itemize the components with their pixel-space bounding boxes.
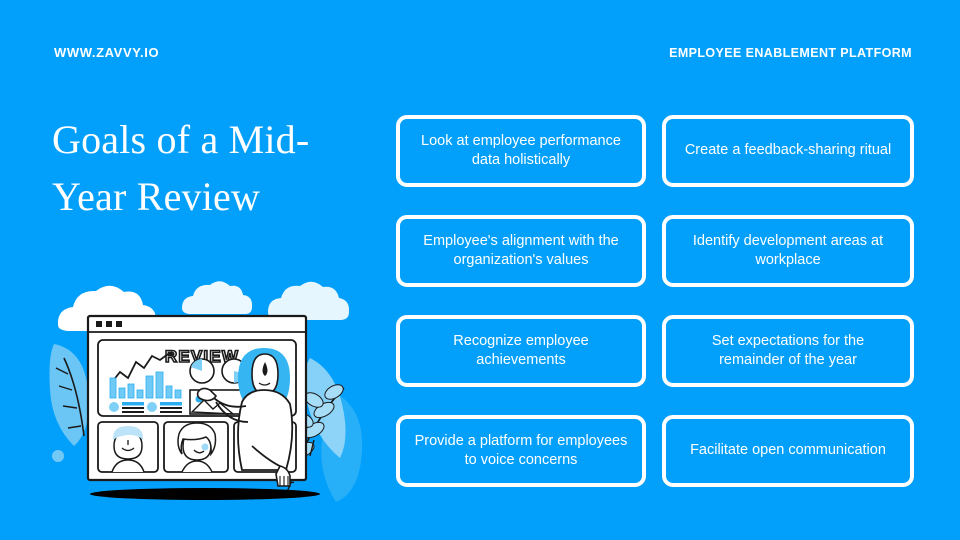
goal-card[interactable]: Recognize employee achievements [396, 315, 646, 387]
participant-avatar [111, 426, 145, 473]
goal-card-label: Employee's alignment with the organizati… [423, 232, 619, 268]
chart-legend [109, 402, 182, 413]
goal-card-label: Provide a platform for employees to voic… [414, 432, 628, 468]
tagline-label: EMPLOYEE ENABLEMENT PLATFORM [669, 46, 912, 60]
presenter-figure [196, 348, 294, 487]
cloud-icon [57, 281, 350, 331]
ground-shadow [90, 488, 320, 500]
page-title: Goals of a Mid-Year Review [52, 117, 310, 219]
goal-card-label: Facilitate open communication [690, 442, 886, 459]
goal-card[interactable]: Facilitate open communication [662, 415, 914, 487]
goal-card[interactable]: Identify development areas at workplace [662, 215, 914, 287]
goal-card-label: Identify development areas at workplace [692, 232, 884, 268]
goal-card[interactable]: Set expectations for the remainder of th… [662, 315, 914, 387]
goal-card-label: Set expectations for the remainder of th… [711, 332, 865, 368]
site-url-label: WWW.ZAVVY.IO [54, 45, 160, 60]
bar-chart-icon [109, 371, 182, 399]
goal-card[interactable]: Create a feedback-sharing ritual [662, 115, 914, 187]
goal-card-label: Create a feedback-sharing ritual [684, 142, 892, 159]
screen-heading: REVIEW [165, 347, 239, 366]
participant-avatar [177, 422, 217, 473]
leaf-branch-icon [49, 344, 89, 462]
line-chart-icon [111, 351, 174, 383]
goal-card[interactable]: Look at employee performance data holist… [396, 115, 646, 187]
goal-card-label: Look at employee performance data holist… [421, 132, 621, 168]
window-controls-icon [96, 321, 122, 327]
goals-card-grid: Look at employee performance data holist… [396, 115, 914, 487]
goal-card[interactable]: Provide a platform for employees to voic… [396, 415, 646, 487]
goal-card[interactable]: Employee's alignment with the organizati… [396, 215, 646, 287]
review-illustration: REVIEW [42, 270, 372, 510]
goal-card-label: Recognize employee achievements [453, 332, 589, 368]
